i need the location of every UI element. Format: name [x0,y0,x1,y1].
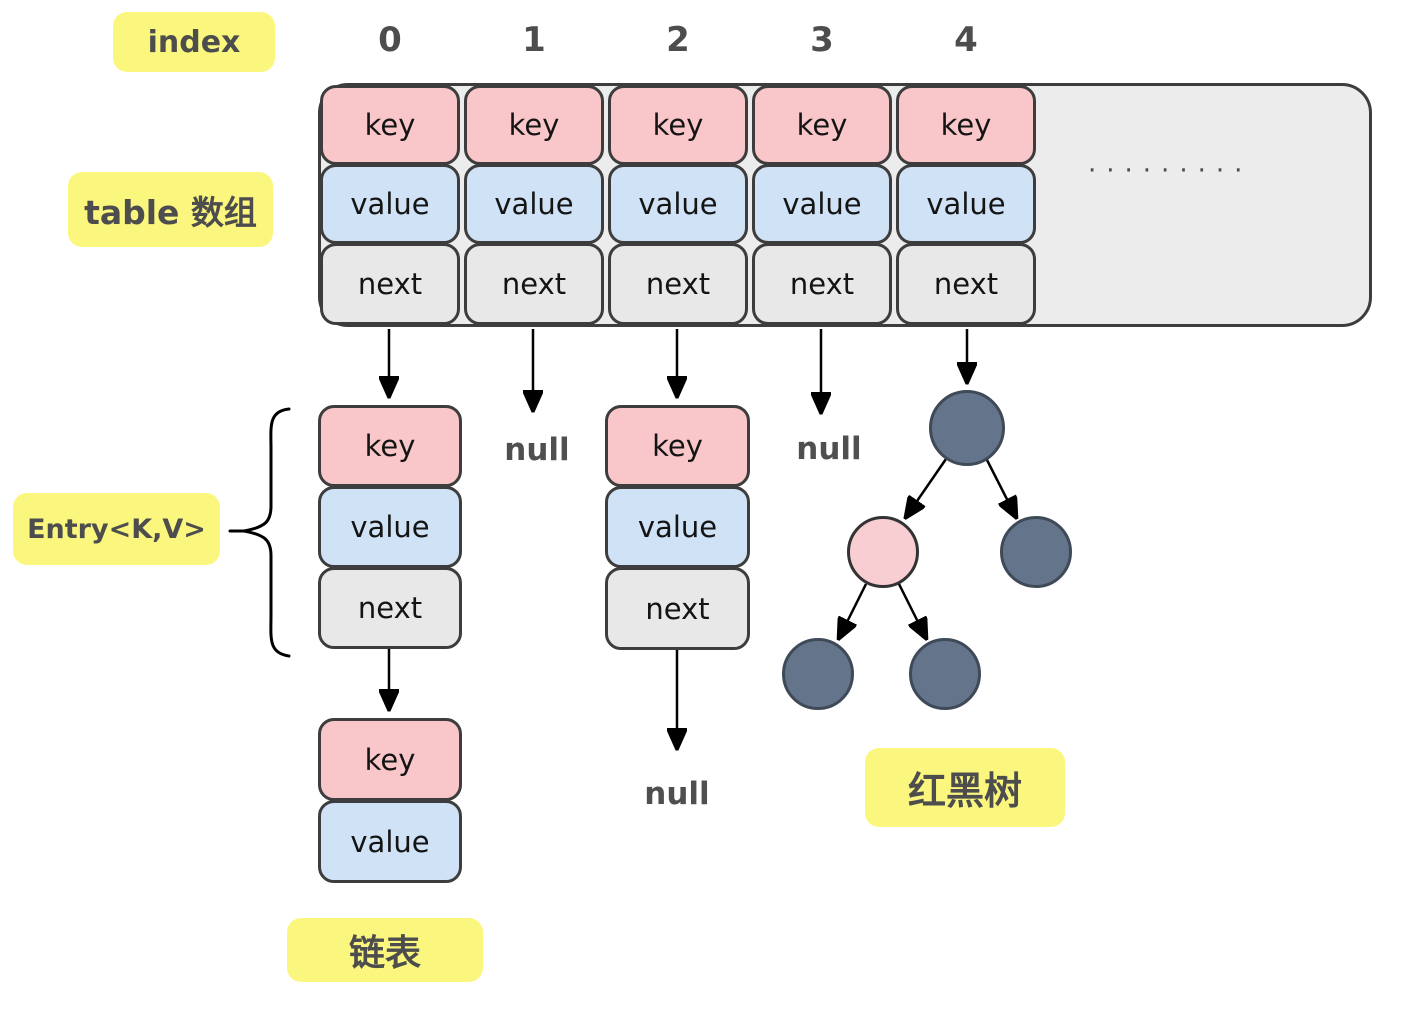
null-bucket3: null [796,431,862,467]
index-number-1: 1 [522,20,546,60]
node0-value-cell: value [318,486,462,568]
bucket0-key-cell: key [320,85,460,165]
bucket4-value-cell: value [896,164,1036,244]
node0-key-cell: key [318,405,462,487]
bucket3-value-cell: value [752,164,892,244]
red-black-tree-label: 红黑树 [865,748,1065,827]
node2-next-cell: next [605,567,750,650]
node0b-key-cell: key [318,718,462,801]
node2-value-cell: value [605,486,750,568]
null-node2-tail: null [644,776,710,812]
linked-list-label: 链表 [287,918,483,982]
table-array-label: table 数组 [68,172,273,247]
bucket4-key-cell: key [896,85,1036,165]
tree-node-leaf-right-black [909,638,981,710]
index-label: index [113,12,275,72]
arrow-root-left [906,458,948,517]
tree-node-left-red [847,516,919,588]
arrow-root-right [985,459,1016,517]
bucket1-key-cell: key [464,85,604,165]
arrow-pink-left [839,583,868,638]
entry-type-label: Entry<K,V> [13,493,220,565]
bucket1-value-cell: value [464,164,604,244]
tree-node-right-black [1000,516,1072,588]
index-number-4: 4 [954,20,978,60]
node0b-value-cell: value [318,800,462,883]
bucket2-value-cell: value [608,164,748,244]
bucket1-next-cell: next [464,243,604,325]
null-bucket1: null [504,432,570,468]
bucket3-key-cell: key [752,85,892,165]
tree-node-leaf-left-black [782,638,854,710]
bucket0-next-cell: next [320,243,460,325]
bucket2-next-cell: next [608,243,748,325]
bucket4-next-cell: next [896,243,1036,325]
bucket3-next-cell: next [752,243,892,325]
bucket2-key-cell: key [608,85,748,165]
node0-next-cell: next [318,567,462,649]
bucket0-value-cell: value [320,164,460,244]
entry-brace [243,407,291,658]
index-number-3: 3 [810,20,834,60]
node2-key-cell: key [605,405,750,487]
arrow-pink-right [897,583,926,638]
index-number-0: 0 [378,20,402,60]
table-ellipsis: ········· [1088,156,1253,186]
tree-node-root-black [929,390,1005,466]
index-number-2: 2 [666,20,690,60]
